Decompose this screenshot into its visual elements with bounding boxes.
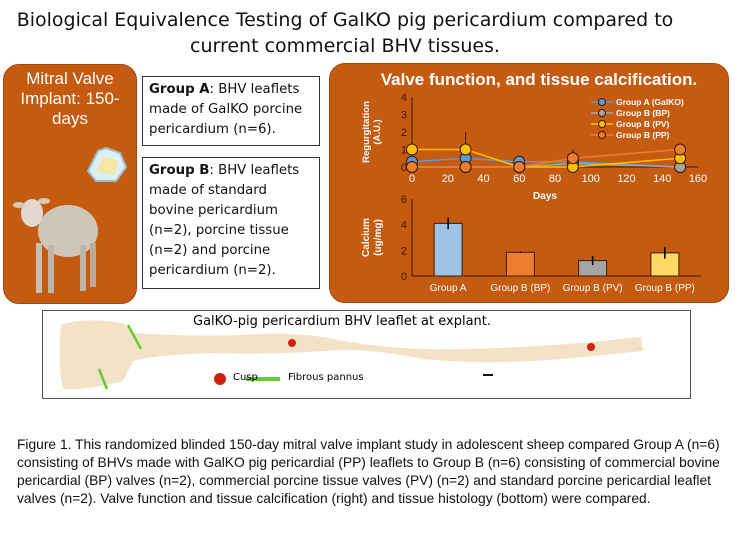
bar-y-tick-label: 0	[401, 271, 407, 283]
x-tick-label: 40	[477, 173, 489, 185]
group-b-description: Group B: BHV leaflets made of standard b…	[142, 157, 320, 289]
bar-y-tick-label: 4	[401, 220, 407, 232]
y-tick-label: 0	[401, 162, 407, 174]
results-heading: Valve function, and tissue calcification…	[380, 70, 698, 89]
x-tick-label: 60	[513, 173, 525, 185]
group-b-text: : BHV leaflets made of standard bovine p…	[149, 163, 300, 278]
bar-category-label: Group B (BP)	[490, 283, 550, 294]
x-tick-label: 100	[582, 173, 600, 185]
pannus-legend-label: Fibrous pannus	[288, 372, 364, 383]
x-tick-label: 80	[549, 173, 561, 185]
heart-valve-icon	[86, 146, 128, 182]
histology-title: GalKO-pig pericardium BHV leaflet at exp…	[193, 314, 492, 329]
group-a-description: Group A: BHV leaflets made of GalKO porc…	[142, 76, 320, 146]
y-tick-label: 1	[401, 145, 407, 157]
data-point	[459, 161, 472, 173]
y-tick-label: 3	[401, 110, 407, 122]
data-point	[513, 161, 526, 173]
implant-heading: Mitral Valve Implant: 150-days	[20, 69, 120, 128]
y-axis-label: (A.U.)	[372, 119, 383, 144]
cusp-marker	[587, 343, 595, 351]
y-axis-label: Regurgitation	[361, 101, 372, 163]
data-point	[406, 161, 418, 173]
legend-marker	[598, 98, 606, 106]
page-title-line2: current commercial BHV tissues.	[190, 35, 500, 57]
bar	[433, 222, 463, 277]
data-point	[674, 143, 687, 156]
x-tick-label: 160	[689, 173, 707, 185]
legend-marker	[598, 131, 606, 139]
data-point	[459, 143, 472, 156]
data-point	[566, 152, 579, 165]
y-tick-label: 2	[401, 127, 407, 139]
legend-label: Group B (BP)	[616, 108, 670, 118]
legend-marker	[598, 120, 606, 128]
legend-label: Group B (PP)	[616, 130, 670, 140]
cusp-legend-icon	[214, 373, 226, 385]
legend-label: Group B (PV)	[616, 119, 670, 129]
figure-caption: Figure 1. This randomized blinded 150-da…	[17, 437, 720, 506]
sheep-image	[13, 198, 98, 293]
cusp-legend-label: Cusp	[233, 372, 258, 383]
group-b-label: Group B	[149, 163, 210, 178]
x-tick-label: 20	[442, 173, 454, 185]
legend-label: Group A (GalKO)	[616, 97, 684, 107]
group-a-label: Group A	[149, 82, 210, 97]
implant-panel: Mitral Valve Implant: 150-days	[3, 64, 137, 304]
bar-category-label: Group B (PV)	[563, 283, 623, 294]
bar-category-label: Group B (PP)	[635, 283, 695, 294]
x-tick-label: 140	[653, 173, 671, 185]
bar-y-tick-label: 2	[401, 245, 407, 257]
bar-y-axis-label: Calcium	[361, 218, 372, 257]
x-axis-label: Days	[533, 191, 557, 202]
x-tick-label: 120	[617, 173, 635, 185]
bar-y-tick-label: 6	[401, 194, 407, 206]
leaflet-image	[59, 320, 643, 390]
page-title: Biological Equivalence Testing of GalKO …	[16, 9, 674, 31]
bar-category-label: Group A	[430, 283, 467, 294]
cusp-marker	[288, 339, 296, 347]
x-tick-label: 0	[409, 173, 415, 185]
y-tick-label: 4	[401, 92, 407, 104]
legend-marker	[598, 109, 606, 117]
histology-panel: GalKO-pig pericardium BHV leaflet at exp…	[42, 310, 691, 399]
bar	[505, 251, 535, 277]
group-a-text: : BHV leaflets made of GalKO porcine per…	[149, 82, 303, 137]
data-point	[406, 143, 418, 156]
bar-y-axis-label: (ug/mg)	[373, 219, 384, 256]
pannus-arrow	[126, 324, 143, 350]
pannus-arrow	[97, 368, 109, 390]
